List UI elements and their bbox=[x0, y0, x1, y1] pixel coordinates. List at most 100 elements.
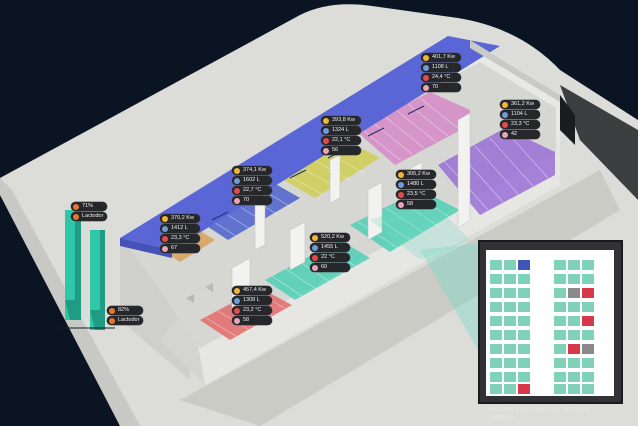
thermometer-icon bbox=[162, 235, 168, 242]
water-drop-icon bbox=[323, 127, 329, 134]
minimap-cell[interactable] bbox=[504, 384, 516, 394]
minimap-cell[interactable] bbox=[518, 384, 530, 394]
minimap-cell[interactable] bbox=[554, 316, 566, 326]
minimap-cell[interactable] bbox=[490, 330, 502, 340]
minimap-cell[interactable] bbox=[568, 330, 580, 340]
temp-value: 22 °C bbox=[321, 254, 335, 260]
minimap-cell[interactable] bbox=[582, 260, 594, 270]
room-tooltip-1[interactable]: 401,7 Kw 1108 L 24,4 °C 70 bbox=[421, 53, 461, 92]
minimap-cell[interactable] bbox=[554, 260, 566, 270]
temp-chip: 23,5 °C bbox=[396, 190, 436, 199]
minimap-cell[interactable] bbox=[504, 288, 516, 298]
minimap-cell[interactable] bbox=[504, 372, 516, 382]
room-tooltip-6[interactable]: 306,2 Kw 1480 L 23,5 °C 58 bbox=[396, 170, 436, 209]
minimap-cell[interactable] bbox=[504, 358, 516, 368]
water-drop-icon bbox=[398, 181, 404, 188]
temp-value: 23,3 °C bbox=[511, 121, 530, 127]
minimap-cell[interactable] bbox=[518, 302, 530, 312]
minimap-cell[interactable] bbox=[518, 288, 530, 298]
minimap-cell[interactable] bbox=[554, 302, 566, 312]
silo-fill-value: 82% bbox=[118, 307, 130, 313]
minimap-cell[interactable] bbox=[582, 330, 594, 340]
temp-value: 22,7 °C bbox=[243, 187, 262, 193]
minimap-cell[interactable] bbox=[504, 344, 516, 354]
minimap-cell[interactable] bbox=[490, 372, 502, 382]
water-chip: 1308 L bbox=[232, 296, 272, 305]
minimap-cell[interactable] bbox=[504, 274, 516, 284]
minimap-cell[interactable] bbox=[568, 288, 580, 298]
minimap-cell[interactable] bbox=[554, 384, 566, 394]
minimap-cell[interactable] bbox=[582, 384, 594, 394]
room-tooltip-5[interactable]: 370,2 Kw 1412 L 23,3 °C 67 bbox=[160, 214, 200, 253]
silo-tag-2[interactable]: 82% Lactodor bbox=[107, 306, 144, 325]
minimap-cell[interactable] bbox=[568, 384, 580, 394]
room-tooltip-8[interactable]: 457,4 Kw 1308 L 23,2 °C 58 bbox=[232, 286, 272, 325]
bulb-icon bbox=[162, 215, 168, 222]
scene-caption: Sistema FarmTwin Lite: gemelos digitales… bbox=[489, 406, 591, 421]
water-value: 1480 L bbox=[407, 181, 424, 187]
minimap-cell[interactable] bbox=[490, 384, 502, 394]
bulb-icon bbox=[234, 167, 240, 174]
minimap-cell[interactable] bbox=[568, 302, 580, 312]
room-tooltip-2[interactable]: 361,2 Kw 1104 L 23,3 °C 42 bbox=[500, 100, 540, 139]
silo-icon bbox=[109, 307, 115, 314]
count-chip: 70 bbox=[232, 196, 272, 205]
water-chip: 1104 L bbox=[500, 110, 540, 119]
silo-label-chip: Lactodor bbox=[107, 316, 144, 325]
minimap-cell[interactable] bbox=[582, 358, 594, 368]
temp-chip: 22,1 °C bbox=[321, 136, 361, 145]
minimap-cell[interactable] bbox=[490, 358, 502, 368]
minimap-panel[interactable] bbox=[478, 240, 623, 404]
thermometer-icon bbox=[234, 307, 240, 314]
minimap-cell[interactable] bbox=[518, 316, 530, 326]
minimap-cell[interactable] bbox=[504, 260, 516, 270]
water-drop-icon bbox=[502, 111, 508, 118]
thermometer-icon bbox=[423, 74, 429, 81]
minimap-cell[interactable] bbox=[490, 344, 502, 354]
minimap-cell[interactable] bbox=[518, 330, 530, 340]
minimap-cell[interactable] bbox=[518, 358, 530, 368]
minimap-cell[interactable] bbox=[568, 316, 580, 326]
count-chip: 58 bbox=[232, 316, 272, 325]
minimap-cell[interactable] bbox=[582, 302, 594, 312]
silo-tag-1[interactable]: 71% Lactodor bbox=[71, 202, 108, 221]
minimap-cell[interactable] bbox=[504, 330, 516, 340]
minimap-cell[interactable] bbox=[518, 260, 530, 270]
minimap-cell[interactable] bbox=[554, 358, 566, 368]
minimap-cell[interactable] bbox=[568, 344, 580, 354]
minimap-cell[interactable] bbox=[554, 372, 566, 382]
minimap-cell[interactable] bbox=[554, 344, 566, 354]
minimap-cell[interactable] bbox=[554, 288, 566, 298]
minimap-cell[interactable] bbox=[568, 260, 580, 270]
pig-icon bbox=[162, 245, 168, 252]
minimap-cell[interactable] bbox=[582, 344, 594, 354]
minimap-cell[interactable] bbox=[582, 316, 594, 326]
minimap-cell[interactable] bbox=[554, 330, 566, 340]
minimap-cell[interactable] bbox=[490, 302, 502, 312]
room-tooltip-4[interactable]: 374,1 Kw 1602 L 22,7 °C 70 bbox=[232, 166, 272, 205]
minimap-cell[interactable] bbox=[554, 274, 566, 284]
minimap-cell[interactable] bbox=[490, 260, 502, 270]
count-value: 58 bbox=[407, 201, 414, 207]
minimap-grid[interactable] bbox=[486, 250, 614, 396]
minimap-cell[interactable] bbox=[490, 316, 502, 326]
minimap-cell[interactable] bbox=[568, 358, 580, 368]
minimap-cell[interactable] bbox=[490, 274, 502, 284]
minimap-cell[interactable] bbox=[582, 372, 594, 382]
minimap-cell[interactable] bbox=[504, 302, 516, 312]
minimap-cell[interactable] bbox=[518, 274, 530, 284]
count-value: 60 bbox=[321, 264, 328, 270]
minimap-cell[interactable] bbox=[518, 344, 530, 354]
minimap-cell[interactable] bbox=[490, 288, 502, 298]
minimap-cell[interactable] bbox=[568, 372, 580, 382]
water-chip: 1324 L bbox=[321, 126, 361, 135]
minimap-cell[interactable] bbox=[518, 372, 530, 382]
energy-value: 374,1 Kw bbox=[243, 167, 266, 173]
minimap-cell[interactable] bbox=[568, 274, 580, 284]
minimap-cell[interactable] bbox=[582, 288, 594, 298]
thermometer-icon bbox=[234, 187, 240, 194]
minimap-cell[interactable] bbox=[504, 316, 516, 326]
minimap-cell[interactable] bbox=[582, 274, 594, 284]
room-tooltip-7[interactable]: 520,2 Kw 1455 L 22 °C 60 bbox=[310, 233, 350, 272]
room-tooltip-3[interactable]: 393,8 Kw 1324 L 22,1 °C 56 bbox=[321, 116, 361, 155]
